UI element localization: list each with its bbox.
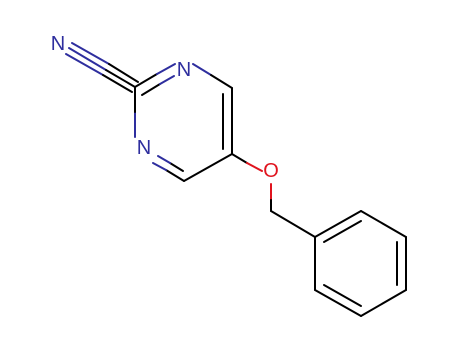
nitrile-triple-bond — [65, 42, 139, 93]
bond-line — [360, 210, 407, 238]
bond-line — [159, 75, 175, 85]
bond-line — [360, 289, 407, 317]
bond-line — [323, 220, 362, 243]
pyrimidine-ring — [134, 63, 233, 182]
ring-nitrogen-3-label: N — [137, 137, 151, 159]
bond-line — [323, 284, 362, 307]
bond-line — [156, 63, 176, 75]
bond-line — [192, 63, 212, 76]
bond-line — [134, 73, 158, 88]
benzyl-bond — [270, 210, 316, 238]
bond-line — [105, 69, 136, 88]
bond-line — [165, 169, 185, 182]
bond-line — [141, 83, 161, 96]
bond-line — [314, 210, 362, 238]
bond-line — [152, 162, 167, 171]
bond-line — [65, 53, 104, 76]
ether-oxygen-label: O — [263, 160, 279, 182]
bond-line — [68, 47, 107, 71]
bond-line — [314, 289, 362, 317]
bond-line — [157, 155, 171, 164]
bond-line — [210, 74, 233, 89]
bond-line — [169, 162, 184, 172]
bond-line — [71, 42, 110, 65]
bond-line — [102, 74, 133, 93]
bond-line — [108, 63, 139, 83]
bond-line — [231, 153, 248, 164]
ether-bond-ring — [231, 153, 263, 172]
bond-line — [183, 153, 233, 182]
benzene-ring — [314, 210, 407, 317]
bond-line — [246, 162, 263, 172]
nitrile-nitrogen-label: N — [51, 33, 65, 55]
ring-nitrogen-1-label: N — [177, 59, 191, 81]
